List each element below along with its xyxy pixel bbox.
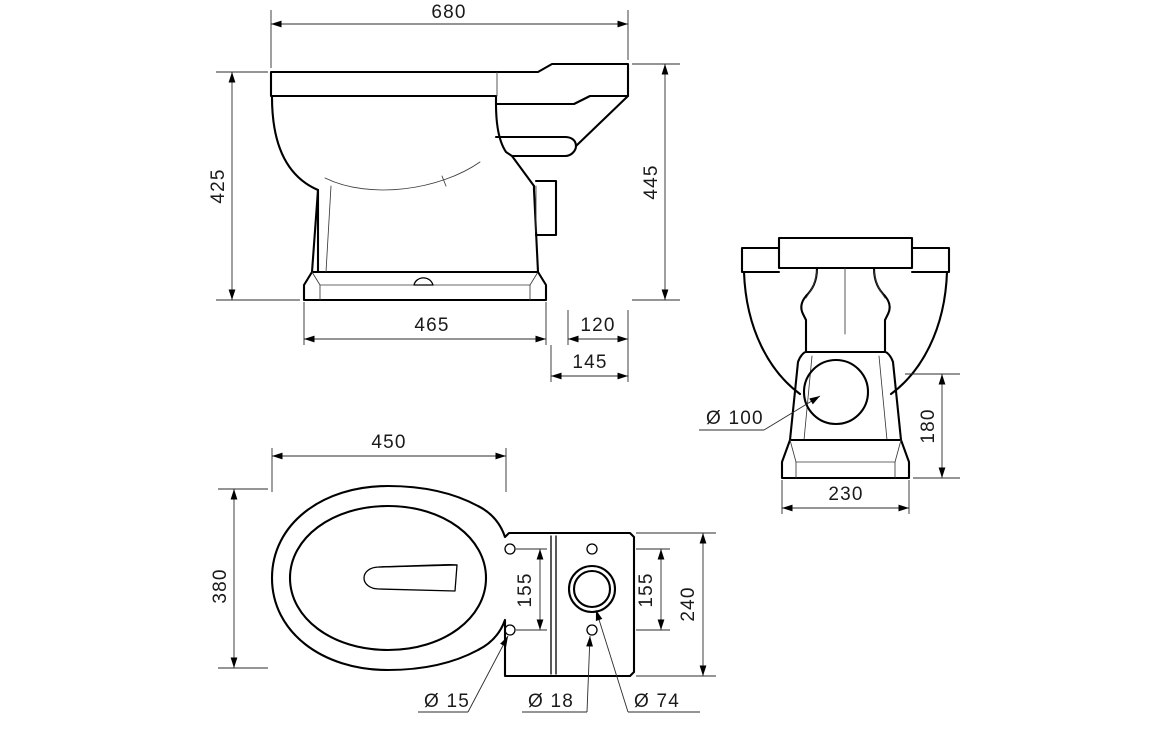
plan-inner-seat-ring [288,504,488,652]
dim-155-right: 155 [636,548,670,631]
dim-155-right-label: 155 [636,572,657,607]
leader-dia-18: Ø 18 [522,635,593,713]
side-pedestal-left [310,188,320,274]
side-pedestal-interior-line [325,185,332,273]
dim-465: 465 [303,302,547,345]
leader-dia-74: Ø 74 [595,609,700,713]
side-bowl-interior-line [324,161,481,191]
dim-680-label: 680 [431,2,466,23]
dim-450-label: 450 [371,432,406,453]
side-tail-wedge [494,102,578,158]
dim-180: 180 [905,373,960,479]
dim-240-label: 240 [678,586,699,621]
rear-bowl-right-curve [889,270,949,396]
dim-380-label: 380 [210,568,231,603]
dia-18-label: Ø 18 [528,691,574,712]
dim-445-label: 445 [641,164,662,199]
dia-100-label: Ø 100 [706,408,764,429]
leader-dia-15: Ø 15 [418,635,509,713]
plan-bowl-aperture-2 [378,563,458,568]
rear-rim-wing-right [910,246,951,274]
dim-240: 240 [636,532,716,677]
plan-hole-18-top [586,543,598,555]
dim-680: 680 [270,2,629,68]
rear-bowl-left-curve [742,270,802,396]
side-foot-outline [302,270,548,302]
dim-120-label: 120 [580,315,615,336]
rear-column-flare-right [873,269,886,299]
rear-pedestal-inner-left [803,355,813,441]
plan-hole-15-top [504,543,516,555]
side-bowl-interior-line-b [441,175,447,187]
dim-180-label: 180 [918,408,939,443]
leader-dia-100: Ø 100 [699,395,821,431]
dim-380: 380 [210,488,268,669]
dim-445: 445 [632,63,680,301]
plan-hole-15-bottom [504,624,516,636]
side-outlet-spigot [534,179,558,237]
plan-hole-18-bottom [586,624,598,636]
plan-outer-outline [270,484,636,678]
side-bowl-outline [270,95,320,274]
rear-pedestal-body [788,350,903,442]
side-tail-rear-edge [574,94,630,148]
plan-outlet-inner-circle [572,569,612,609]
side-plinth-cap-detail [413,277,434,286]
dim-465-label: 465 [414,315,449,336]
dim-120: 120 [567,310,629,345]
rear-column-flare-left [805,269,818,299]
side-tail-lower-wedge [510,154,536,192]
rear-base-inner-top [789,439,902,463]
side-pan-outline [269,62,630,106]
dia-74-label: Ø 74 [634,691,680,712]
side-elevation-view: 680 425 445 465 120 [208,2,680,382]
rear-pedestal-inner-right [878,355,888,441]
dia-15-label: Ø 15 [424,691,470,712]
plan-outlet-outer-circle [567,564,617,614]
plan-view: 450 380 155 155 240 [210,432,716,713]
dim-155-left: 155 [515,548,547,631]
rear-base-plinth [780,438,911,480]
dim-425-label: 425 [208,168,229,203]
dim-145-label: 145 [572,352,607,373]
rear-outlet-circle [802,358,870,426]
dim-155-left-label: 155 [515,572,536,607]
dim-450: 450 [271,432,507,492]
plan-bowl-aperture [363,564,458,592]
rear-rim-wing-left [740,246,781,274]
dim-145: 145 [550,345,629,382]
dim-425: 425 [208,71,300,301]
rear-rim-slab [777,236,914,270]
dim-230: 230 [781,480,910,514]
dim-230-label: 230 [828,484,863,505]
rear-elevation-view: Ø 100 180 230 [699,236,960,514]
